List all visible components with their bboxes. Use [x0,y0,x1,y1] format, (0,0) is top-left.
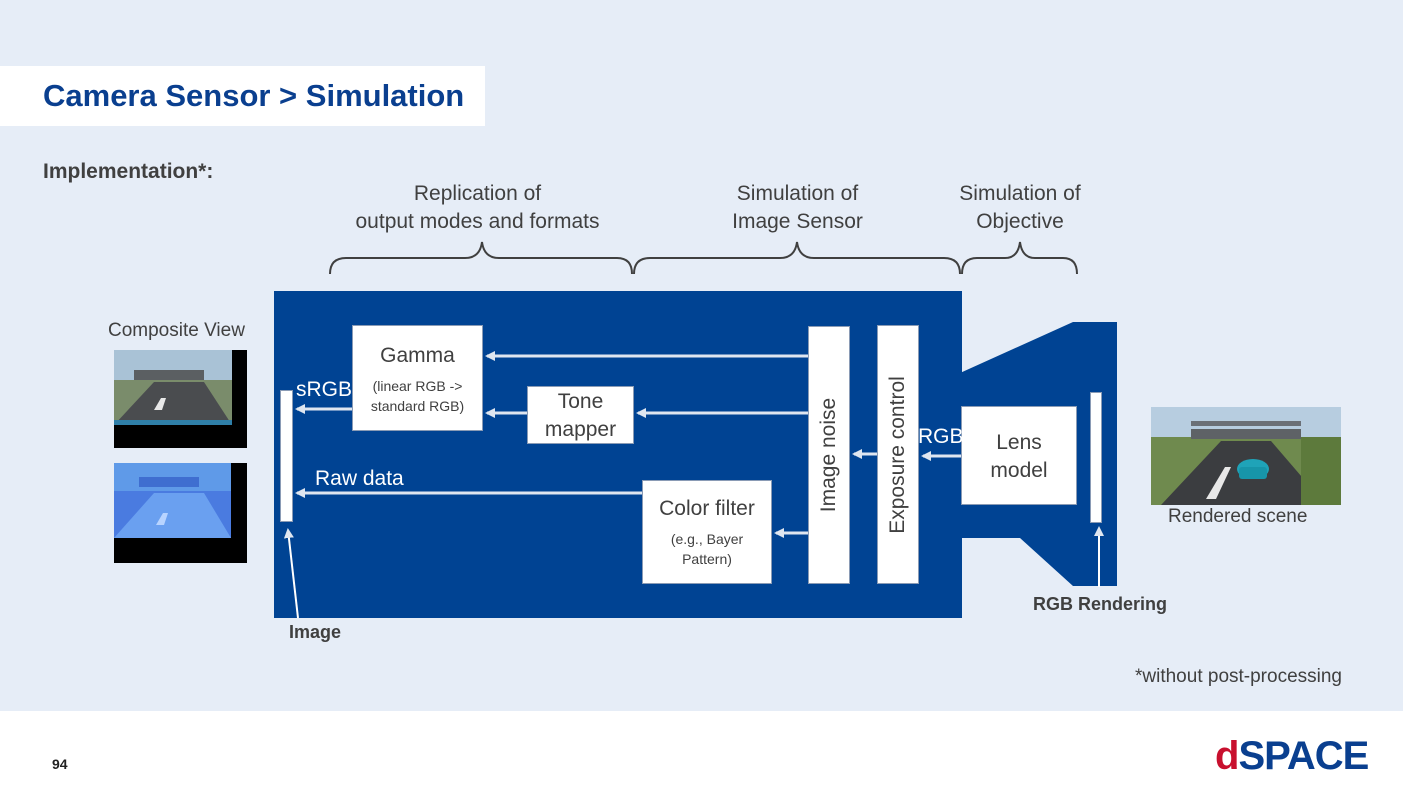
footnote: *without post-processing [1135,666,1342,687]
title-box [0,66,485,126]
gamma-desc-2: standard RGB) [370,398,465,414]
section-replication-label: Replication of output modes and formats [355,182,600,233]
brace-image-sensor [633,241,961,275]
section-objective-label: Simulation of Objective [959,182,1081,233]
composite-view-raw-image [114,463,247,563]
gamma-desc-1: (linear RGB -> [372,378,463,394]
page-number: 94 [52,756,68,772]
raw-data-label: Raw data [315,467,404,490]
exposure-control-block: Exposure control [877,325,919,584]
image-output-bar [280,390,293,522]
lens-model-line1: Lens [996,431,1042,454]
dspace-logo: dSPACE [1215,734,1369,779]
rgb-rendering-bar [1090,392,1102,523]
logo-space: SPACE [1238,734,1369,778]
rendered-scene-drawing [1151,407,1341,505]
composite-rgb-scene [114,350,232,425]
arrow-image-pointer [283,528,299,619]
tone-mapper-line2: mapper [544,418,617,441]
composite-view-rgb-image [114,350,247,448]
color-filter-desc-2: Pattern) [682,551,732,567]
logo-d: d [1215,734,1239,778]
composite-raw-scene [114,463,231,538]
brace-replication [329,241,633,275]
rgb-label: RGB [918,425,964,448]
color-filter-title: Color filter [659,497,755,520]
lens-model-line2: model [990,459,1048,482]
tone-mapper-line1: Tone [557,390,604,413]
color-filter-block: Color filter (e.g., Bayer Pattern) [642,480,772,584]
brace-objective [961,241,1078,275]
tone-mapper-block: Tone mapper [527,386,634,444]
slide-title: Camera Sensor > Simulation [43,78,465,113]
section-image-sensor-label: Simulation of Image Sensor [732,182,863,233]
image-noise-block: Image noise [808,326,850,584]
composite-view-label: Composite View [108,320,245,341]
rendered-scene-label: Rendered scene [1168,506,1308,527]
lens-model-block: Lens model [961,406,1077,505]
gamma-block: Gamma (linear RGB -> standard RGB) [352,325,483,431]
color-filter-desc-1: (e.g., Bayer [670,531,744,547]
gamma-title: Gamma [380,344,455,367]
srgb-label: sRGB [296,378,353,401]
rendered-scene-image [1151,407,1341,505]
image-label: Image [289,622,342,642]
rgb-rendering-label: RGB Rendering [1033,594,1168,614]
implementation-label: Implementation*: [43,160,214,183]
